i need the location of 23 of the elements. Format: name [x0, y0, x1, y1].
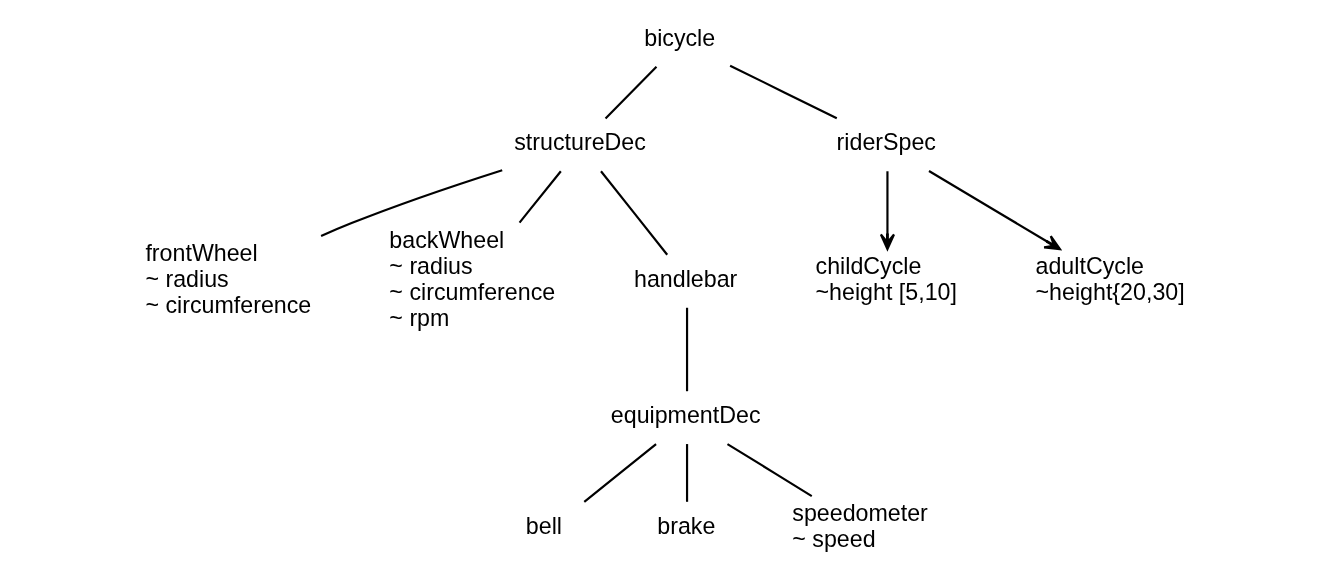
- node-text: structureDec: [513, 129, 646, 156]
- connector: [685, 307, 688, 392]
- connector: [518, 170, 562, 224]
- connector: [726, 443, 812, 497]
- node-text: equipmentDec: [610, 402, 761, 429]
- node-text: speedometer ~ speed: [791, 499, 928, 552]
- connector: [320, 169, 503, 237]
- connector: [583, 443, 657, 503]
- node-text: childCycle ~height [5,10]: [815, 252, 957, 305]
- node-text: adultCycle ~height{20,30]: [1035, 252, 1185, 305]
- node-text: brake: [656, 512, 715, 539]
- node-text: backWheel ~ radius ~ circumference ~ rpm: [388, 226, 555, 331]
- node-text: riderSpec: [836, 129, 936, 156]
- connector: [604, 65, 657, 120]
- node-text: handlebar: [633, 265, 737, 292]
- connector: [599, 170, 668, 256]
- arrow: [879, 171, 895, 251]
- arrow: [927, 170, 1061, 251]
- node-text: frontWheel ~ radius ~ circumference: [144, 239, 311, 318]
- node-text: bicycle: [643, 24, 715, 51]
- node-text: bell: [525, 512, 562, 539]
- connector: [729, 64, 837, 120]
- connector: [685, 444, 688, 502]
